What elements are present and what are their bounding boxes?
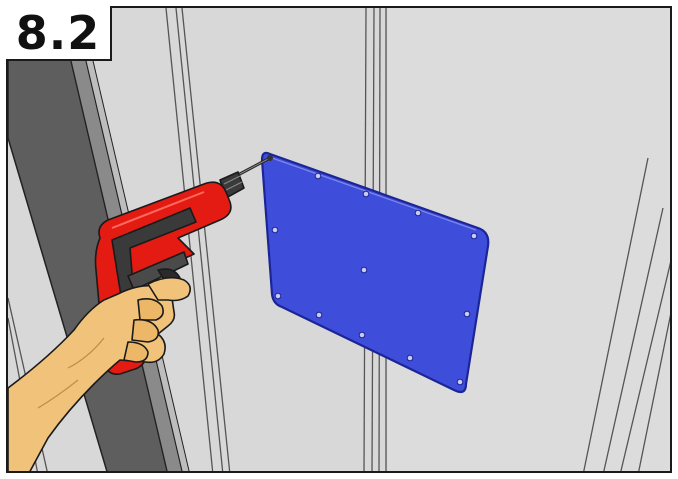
assembly-illustration <box>8 8 672 473</box>
step-number-label: 8.2 <box>16 10 101 56</box>
illustration-frame <box>6 6 672 473</box>
step-number-badge: 8.2 <box>6 6 112 61</box>
